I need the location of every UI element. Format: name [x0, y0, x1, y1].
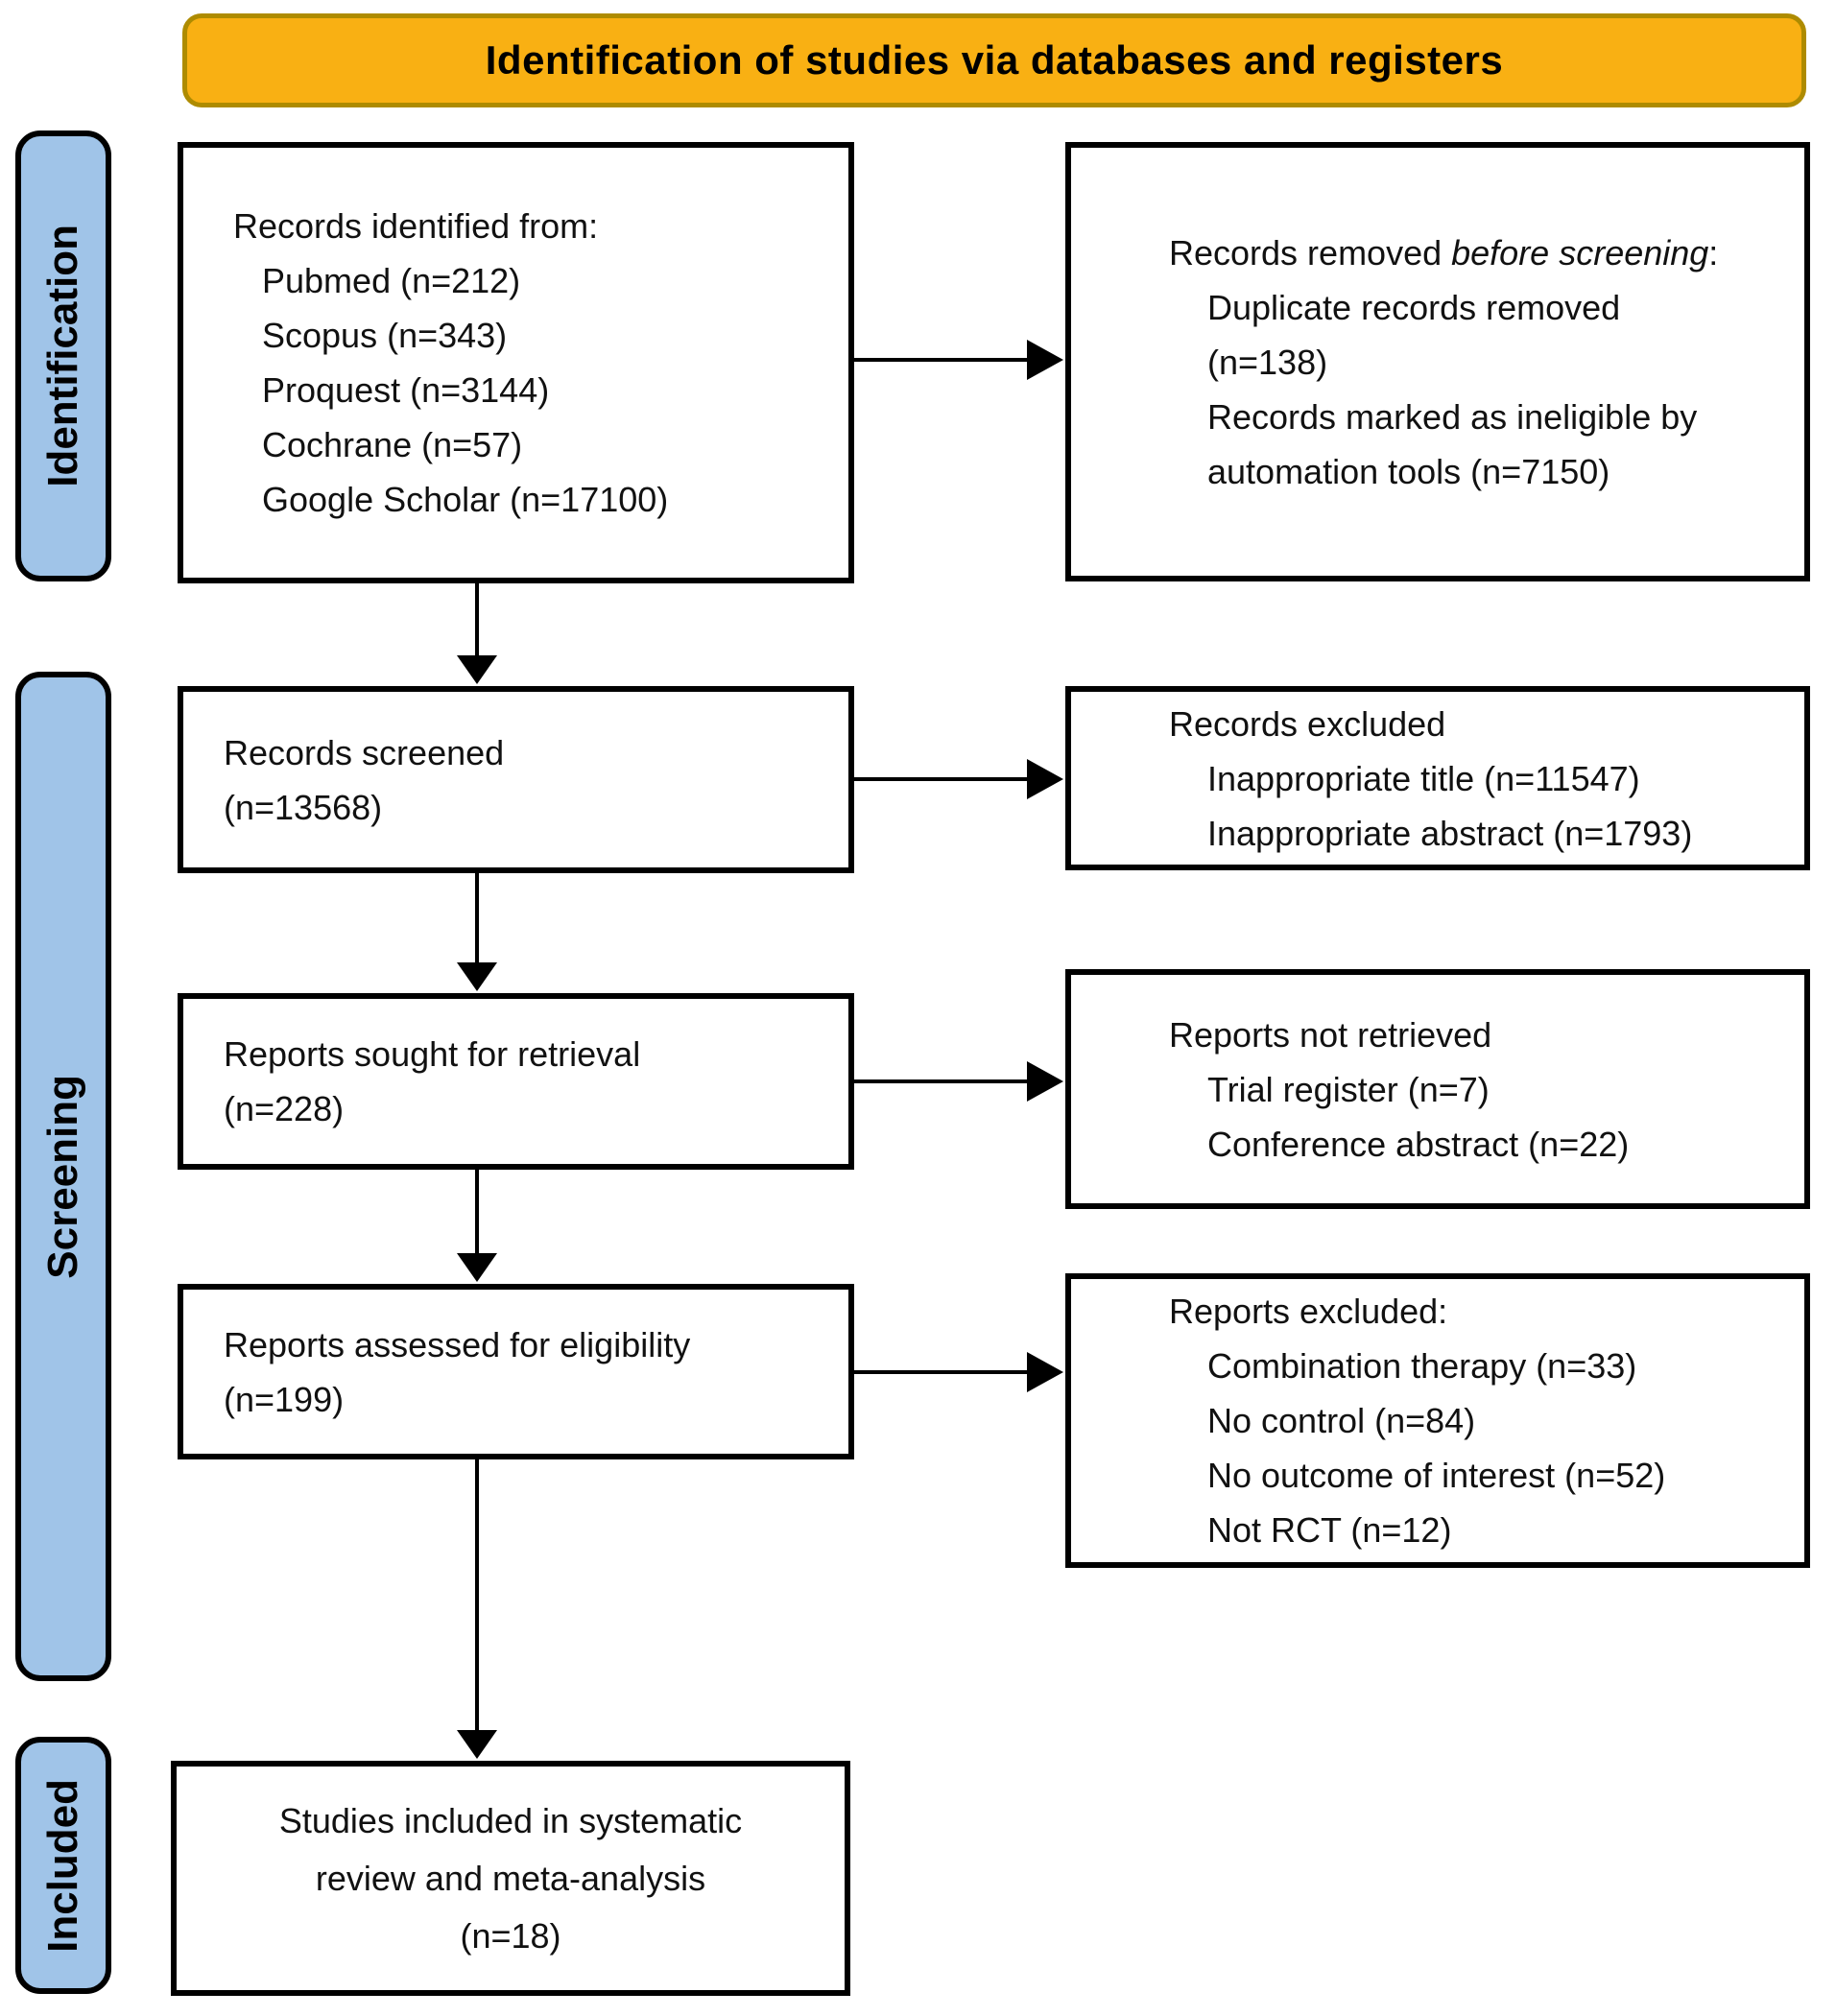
banner: Identification of studies via databases …: [182, 13, 1806, 107]
arrow-right-2-head: [1027, 759, 1063, 799]
list-item: Scopus (n=343): [262, 316, 508, 355]
box-reports-not-retrieved: Reports not retrieved Trial register (n=…: [1065, 969, 1810, 1209]
box-title: Reports excluded:: [1169, 1292, 1448, 1331]
box-reports-sought: Reports sought for retrieval (n=228): [178, 993, 854, 1170]
list-item: Records marked as ineligible by: [1207, 396, 1698, 437]
phase-bar-screening: Screening: [15, 672, 111, 1681]
list-item: Google Scholar (n=17100): [262, 480, 669, 519]
box-reports-assessed: Reports assessed for eligibility (n=199): [178, 1284, 854, 1459]
arrow-right-3-stem: [854, 1079, 1029, 1083]
box-count: (n=13568): [224, 787, 383, 827]
arrow-down-4-head: [457, 1730, 497, 1759]
arrow-right-3-head: [1027, 1061, 1063, 1102]
box-records-identified: Records identified from: Pubmed (n=212) …: [178, 142, 854, 583]
list-item: Proquest (n=3144): [262, 370, 550, 410]
title-prefix: Records removed: [1169, 232, 1452, 273]
box-count: (n=228): [224, 1089, 345, 1128]
banner-title: Identification of studies via databases …: [485, 37, 1504, 83]
box-title: Records excluded: [1169, 703, 1446, 744]
box-title: Reports assessed for eligibility: [224, 1324, 691, 1364]
list-item: Combination therapy (n=33): [1207, 1346, 1637, 1386]
list-item: Conference abstract (n=22): [1207, 1124, 1630, 1164]
box-records-screened: Records screened (n=13568): [178, 686, 854, 873]
box-records-removed: Records removed before screening: Duplic…: [1065, 142, 1810, 581]
phase-label-identification: Identification: [39, 225, 86, 487]
box-title: Studies included in systematic: [278, 1800, 743, 1840]
list-item: No outcome of interest (n=52): [1207, 1456, 1666, 1495]
box-title: Records identified from:: [233, 206, 599, 246]
box-count: (n=18): [460, 1915, 561, 1956]
phase-bar-included: Included: [15, 1737, 111, 1994]
arrow-right-1-head: [1027, 340, 1063, 380]
title-italic: before screening: [1451, 232, 1709, 273]
list-item: Inappropriate abstract (n=1793): [1207, 813, 1693, 853]
arrow-right-4-head: [1027, 1352, 1063, 1392]
phase-label-included: Included: [39, 1778, 86, 1953]
list-item: (n=138): [1207, 342, 1328, 382]
box-count: (n=199): [224, 1379, 345, 1419]
box-title: Reports not retrieved: [1169, 1014, 1492, 1055]
list-item: Cochrane (n=57): [262, 425, 523, 464]
list-item: automation tools (n=7150): [1207, 451, 1610, 491]
phase-label-screening: Screening: [39, 1074, 86, 1279]
phase-bar-identification: Identification: [15, 130, 111, 581]
list-item: Not RCT (n=12): [1207, 1510, 1452, 1550]
list-item: No control (n=84): [1207, 1401, 1476, 1440]
arrow-down-2-head: [457, 962, 497, 991]
arrow-down-4-stem: [475, 1459, 479, 1732]
arrow-down-3-stem: [475, 1170, 479, 1255]
arrow-right-4-stem: [854, 1370, 1029, 1374]
box-title: Reports sought for retrieval: [224, 1034, 641, 1074]
arrow-down-2-stem: [475, 873, 479, 964]
box-title: Records removed before screening:: [1169, 225, 1804, 280]
arrow-right-1-stem: [854, 358, 1029, 362]
box-title: Records screened: [224, 732, 505, 772]
arrow-right-2-stem: [854, 777, 1029, 781]
box-reports-excluded: Reports excluded: Combination therapy (n…: [1065, 1273, 1810, 1568]
arrow-down-3-head: [457, 1253, 497, 1282]
list-item: Duplicate records removed: [1207, 287, 1621, 327]
list-item: Trial register (n=7): [1207, 1069, 1490, 1109]
box-title: review and meta-analysis: [315, 1858, 706, 1898]
list-item: Inappropriate title (n=11547): [1207, 758, 1640, 798]
list-item: Pubmed (n=212): [262, 261, 521, 300]
box-records-excluded: Records excluded Inappropriate title (n=…: [1065, 686, 1810, 870]
title-suffix: :: [1708, 232, 1719, 273]
box-studies-included: Studies included in systematic review an…: [171, 1761, 850, 1996]
arrow-down-1-stem: [475, 583, 479, 657]
arrow-down-1-head: [457, 655, 497, 684]
